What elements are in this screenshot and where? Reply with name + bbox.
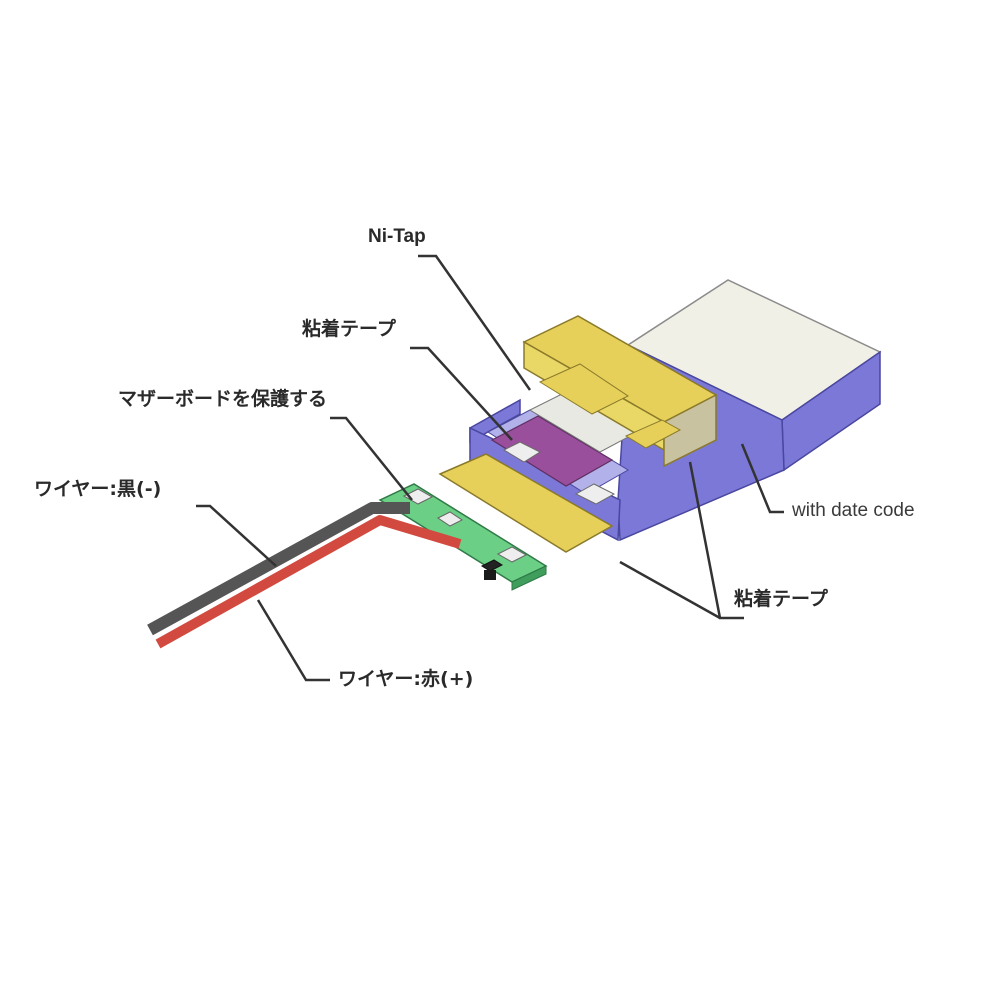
leader-protect-board: [330, 416, 413, 501]
protection-module: [490, 415, 616, 505]
pcb-connector: [484, 570, 496, 580]
ni-tab: [522, 315, 718, 468]
pcb-pad-2: [437, 511, 463, 527]
leader-date-code: [740, 443, 784, 514]
pcm-terminal-left: [502, 441, 542, 463]
leader-wire-black: [196, 504, 277, 567]
ni-tab-side: [663, 393, 717, 468]
label-wire-red: ワイヤー:赤(+): [338, 668, 474, 690]
pcb-edge: [511, 565, 547, 591]
pcm-terminal-right: [574, 483, 616, 505]
pcb-pad-1: [402, 488, 434, 505]
label-protect-board: マザーボードを保護する: [118, 388, 328, 410]
leader-adhesive-bottom-2: [619, 560, 721, 620]
leader-adhesive-top: [410, 346, 513, 441]
wire-red: [155, 515, 462, 649]
pcb-board: [378, 483, 548, 591]
label-wire-black: ワイヤー:黒(-): [34, 478, 162, 500]
label-adhesive-tape-bottom: 粘着テープ: [734, 588, 828, 610]
label-adhesive-tape-top: 粘着テープ: [302, 318, 396, 340]
pcm-body: [490, 415, 614, 487]
ni-tab-lower-strip: [624, 419, 682, 449]
front-adhesive-tape: [438, 453, 614, 553]
leader-lines: [196, 254, 784, 682]
leader-ni-tap: [418, 254, 532, 391]
ni-tab-inner-strip: [538, 363, 629, 415]
leader-wire-red: [256, 599, 330, 682]
label-date-code: with date code: [792, 500, 915, 521]
label-ni-tap: Ni-Tap: [368, 226, 426, 247]
pcb-pad-3: [496, 546, 528, 563]
wire-black: [147, 502, 410, 636]
pcb-chip: [480, 559, 504, 572]
wires: [147, 502, 462, 649]
